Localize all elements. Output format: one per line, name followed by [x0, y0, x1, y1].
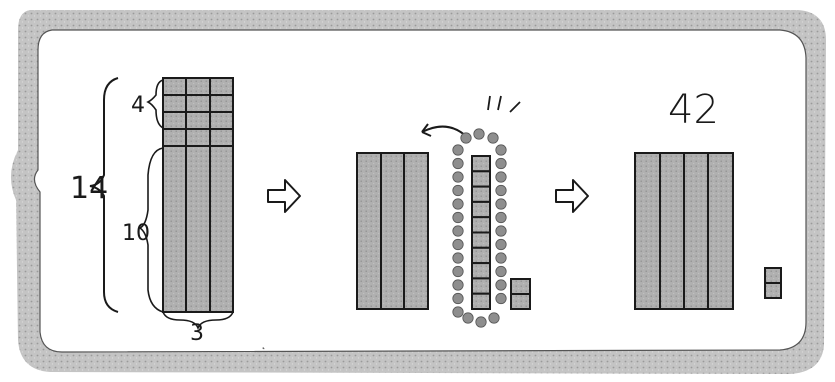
loop-dot [452, 184, 464, 197]
loop-dot [487, 132, 499, 144]
loop-dot [460, 132, 472, 144]
loop-dot [495, 184, 507, 197]
leftover-2-squares [510, 278, 531, 310]
ten-column-square [471, 170, 491, 188]
loop-dot [488, 312, 500, 324]
loop-dot [475, 316, 487, 328]
grouping-loop-dots [452, 128, 507, 328]
bracket-10 [138, 147, 164, 313]
arrow-2-icon [555, 179, 589, 213]
loop-dot [452, 171, 464, 183]
ten-column-square [471, 200, 491, 219]
bottom-10-rows-block [162, 145, 234, 313]
loop-dot [452, 265, 464, 278]
label-3: 3 [190, 321, 204, 346]
ten-column-square [471, 277, 491, 295]
bracket-3 [162, 311, 234, 331]
loop-dot [495, 252, 507, 264]
loop-dot [495, 292, 507, 305]
loop-dot [452, 252, 464, 264]
loop-dot [452, 144, 464, 156]
loop-dot [452, 279, 464, 291]
loop-dot [495, 198, 507, 210]
panel-1-split-block: 14 4 10 3 [70, 77, 234, 346]
ten-squares-column [471, 155, 491, 311]
loop-dot [452, 198, 464, 210]
loop-dot [495, 279, 507, 291]
ten-column-square [471, 262, 491, 280]
arrow-1-icon [267, 179, 301, 213]
motion-lines-icon [487, 95, 521, 113]
loop-dot [452, 157, 464, 170]
panel-3-result: 42 [634, 87, 782, 310]
bracket-4 [146, 79, 164, 129]
loop-dot [473, 128, 485, 140]
tens-block-3-columns [356, 152, 429, 310]
loop-dot [462, 312, 474, 324]
label-14: 14 [70, 171, 108, 206]
loop-dot [495, 171, 507, 183]
loop-dot [495, 144, 507, 156]
loop-dot [495, 211, 507, 224]
ten-column-square [471, 246, 491, 265]
top-4-rows-grid [162, 77, 234, 147]
loop-dot [452, 225, 464, 237]
ten-column-square [471, 231, 491, 249]
label-4: 4 [131, 93, 145, 118]
loop-dot [495, 157, 507, 170]
panel-2-regroup [356, 95, 531, 328]
result-42: 42 [668, 87, 719, 133]
ten-column-square [471, 155, 491, 173]
loop-dot [452, 292, 464, 305]
result-2-ones-squares [764, 267, 782, 299]
ten-column-square [471, 216, 491, 234]
stray-mark: ˛ [261, 339, 266, 350]
result-tens-block-4-columns [634, 152, 734, 310]
loop-dot [452, 211, 464, 224]
loop-dot [495, 265, 507, 278]
loop-dot [495, 238, 507, 251]
loop-dot [452, 238, 464, 251]
loop-dot [495, 225, 507, 237]
loop-dot [452, 306, 464, 318]
bracket-14 [89, 77, 119, 313]
label-10: 10 [122, 221, 150, 246]
ten-column-square [471, 185, 491, 203]
ten-column-square [471, 292, 491, 311]
